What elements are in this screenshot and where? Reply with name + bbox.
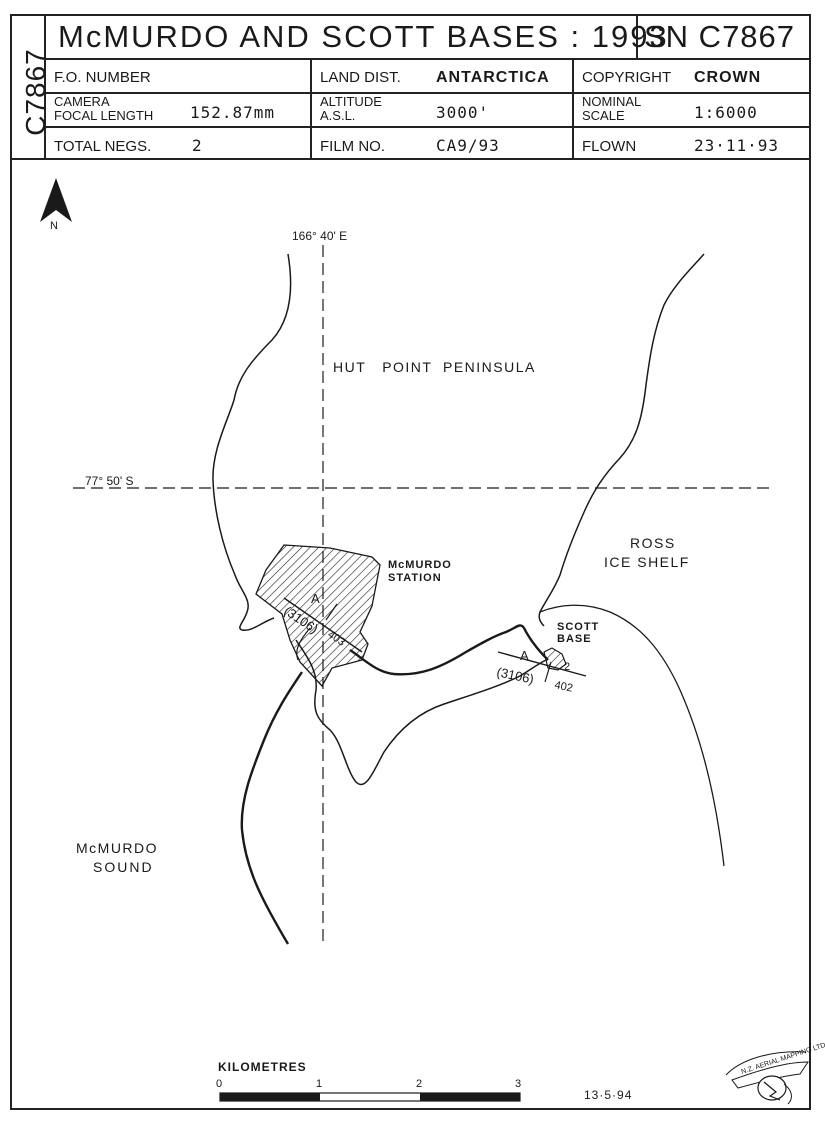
fo-number-label: F.O. NUMBER bbox=[54, 69, 151, 86]
run-a-west-label: A bbox=[311, 591, 320, 606]
nz-aerial-mapping-logo-icon: N.Z. AERIAL MAPPING LTD bbox=[725, 1042, 825, 1105]
land-dist-label: LAND DIST. bbox=[320, 69, 401, 86]
north-label: N bbox=[50, 220, 58, 232]
longitude-label: 166° 40' E bbox=[292, 229, 347, 243]
place-mcmurdo-station-2: STATION bbox=[388, 572, 442, 584]
place-mcmurdo-sound-1: McMURDO bbox=[76, 840, 158, 856]
compiled-date: 13·5·94 bbox=[584, 1088, 632, 1102]
film-no-label: FILM NO. bbox=[320, 138, 386, 155]
place-ross-2: ICE SHELF bbox=[604, 554, 690, 570]
scale-tick-2: 2 bbox=[416, 1078, 422, 1090]
land-dist-value: ANTARCTICA bbox=[436, 69, 550, 86]
flown-value: 23·11·93 bbox=[694, 136, 780, 155]
flight-line-east: A (3106) 402 2 bbox=[495, 648, 587, 695]
header-divider bbox=[44, 14, 46, 160]
mcmurdo-station-area bbox=[255, 544, 381, 688]
map-sheet-border bbox=[10, 14, 811, 1110]
nominal-label: NOMINAL bbox=[582, 94, 642, 109]
scale-tick-3: 3 bbox=[515, 1078, 521, 1090]
coastline-west bbox=[212, 253, 292, 631]
header-rule bbox=[44, 92, 809, 94]
run-a-east-label: A bbox=[520, 648, 529, 663]
coastline-east bbox=[538, 253, 705, 627]
scott-base-area bbox=[543, 647, 567, 671]
place-mcmurdo-sound-2: SOUND bbox=[93, 859, 154, 875]
place-mcmurdo-station-1: McMURDO bbox=[388, 559, 452, 571]
scale-bar-title: KILOMETRES bbox=[218, 1060, 307, 1074]
road-mcmurdo-scott bbox=[349, 624, 549, 676]
coastline-south bbox=[295, 639, 547, 786]
film-no-value: CA9/93 bbox=[436, 136, 500, 155]
header-divider bbox=[572, 58, 574, 160]
total-negs-value: 2 bbox=[192, 136, 203, 155]
ice-shelf-edge bbox=[539, 604, 725, 867]
flown-label: FLOWN bbox=[582, 138, 637, 155]
latitude-label: 77° 50' S bbox=[85, 474, 133, 488]
camera-label: CAMERA bbox=[54, 94, 110, 109]
total-negs-label: TOTAL NEGS. bbox=[54, 138, 152, 155]
title-block: C7867 McMURDO AND SCOTT BASES : 1993 SN … bbox=[10, 14, 811, 160]
scale-label: SCALE bbox=[582, 108, 625, 123]
altitude-label: ALTITUDE bbox=[320, 94, 382, 109]
scale-bar: KILOMETRES 0 1 2 3 bbox=[216, 1060, 521, 1102]
asl-label: A.S.L. bbox=[320, 108, 356, 123]
header-divider bbox=[636, 14, 638, 58]
header-divider bbox=[310, 58, 312, 160]
focal-length-label: FOCAL LENGTH bbox=[54, 108, 154, 123]
scale-tick-0: 0 bbox=[216, 1078, 222, 1090]
place-scott-base-1: SCOTT bbox=[557, 621, 599, 633]
copyright-label: COPYRIGHT bbox=[582, 69, 672, 86]
place-scott-base-2: BASE bbox=[557, 633, 592, 645]
run-a-east-frame: 402 bbox=[553, 679, 573, 695]
run-a-east-neg: 2 bbox=[564, 661, 570, 673]
place-hut-point-peninsula: HUT POINT PENINSULA bbox=[333, 359, 536, 375]
serial-number: SN C7867 bbox=[644, 19, 796, 54]
altitude-value: 3000' bbox=[436, 103, 490, 122]
header-rule bbox=[44, 126, 809, 128]
scale-tick-1: 1 bbox=[316, 1078, 322, 1090]
road-to-sound bbox=[240, 671, 303, 945]
map-title: McMURDO AND SCOTT BASES : 1993 bbox=[58, 19, 669, 54]
place-ross-1: ROSS bbox=[630, 535, 676, 551]
scale-value: 1:6000 bbox=[694, 103, 758, 122]
focal-length-value: 152.87mm bbox=[190, 103, 276, 122]
header-rule bbox=[44, 58, 809, 60]
copyright-value: CROWN bbox=[694, 69, 762, 86]
north-arrow-icon: N bbox=[40, 178, 72, 232]
